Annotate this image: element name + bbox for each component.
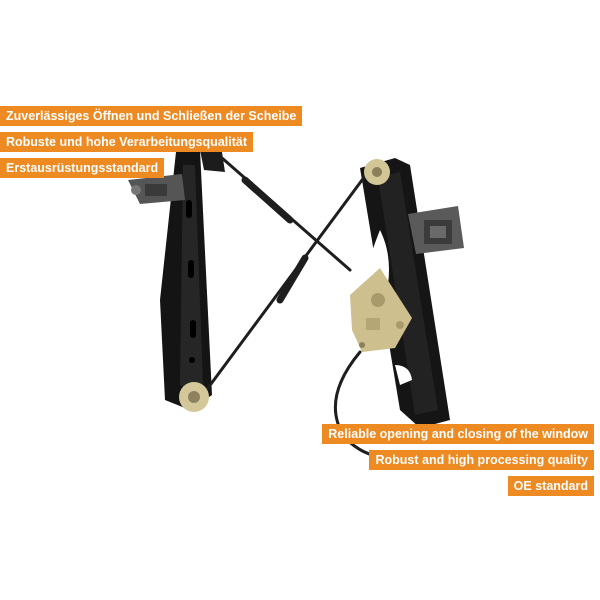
lower-pulley — [179, 382, 209, 412]
feature-tag-de-oe: Erstausrüstungsstandard — [0, 158, 165, 178]
window-carrier-plate — [350, 268, 412, 352]
left-connector — [128, 174, 185, 204]
feature-tag-en-reliable: Reliable opening and closing of the wind… — [322, 424, 594, 444]
right-connector — [408, 206, 464, 254]
upper-pulley — [364, 159, 390, 185]
feature-tag-de-reliable: Zuverlässiges Öffnen und Schließen der S… — [0, 106, 303, 126]
feature-tag-en-oe: OE standard — [507, 476, 594, 496]
feature-tag-de-robust: Robuste und hohe Verarbeitungsqualität — [0, 132, 253, 152]
feature-tag-en-robust: Robust and high processing quality — [369, 450, 594, 470]
left-guide-rail — [160, 150, 225, 410]
